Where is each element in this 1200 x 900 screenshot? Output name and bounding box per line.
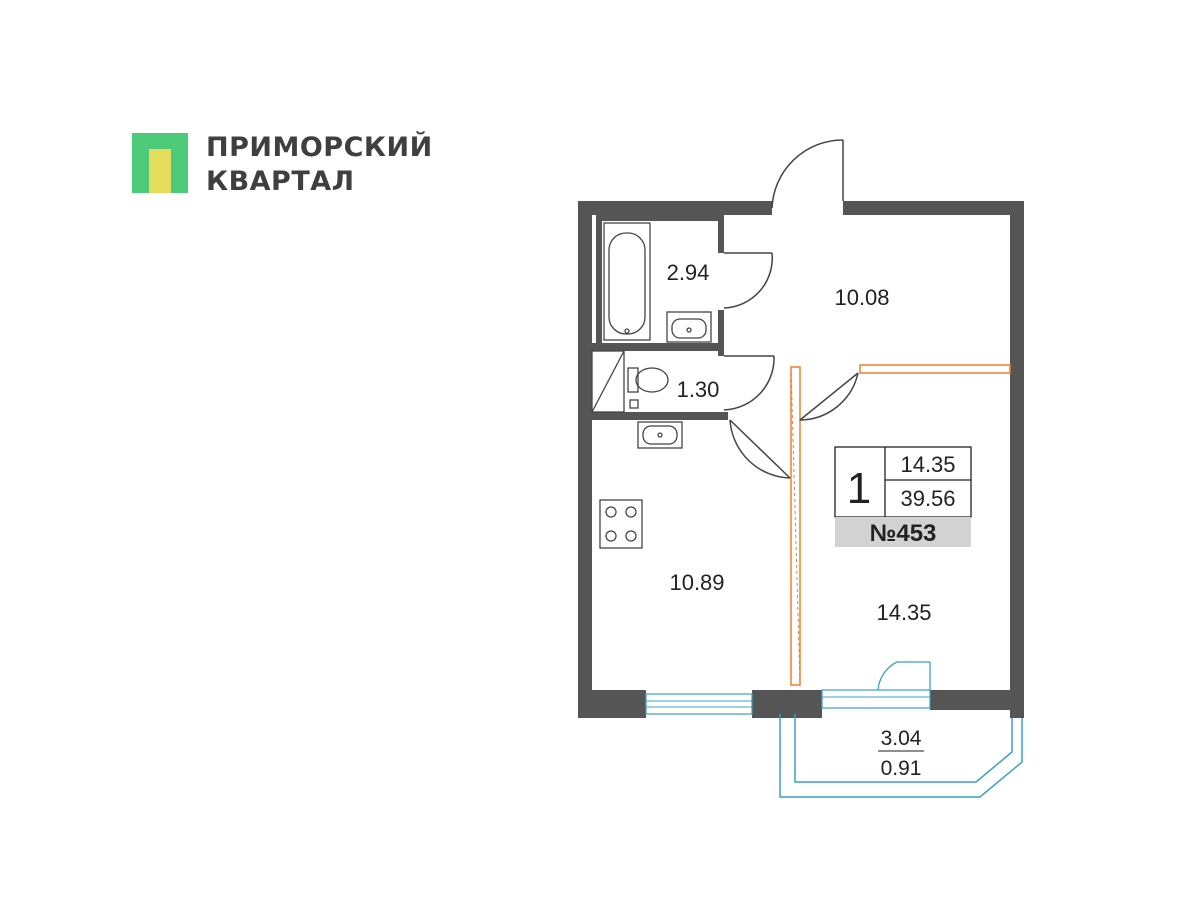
rooms-count: 1 xyxy=(847,464,871,513)
bathroom-door xyxy=(723,252,773,309)
summary-total-area: 39.56 xyxy=(900,486,955,511)
kitchen-door xyxy=(729,419,791,479)
wc-door xyxy=(723,355,775,411)
summary-living-area: 14.35 xyxy=(900,452,955,477)
balcony-door xyxy=(877,661,931,691)
toilet-icon xyxy=(627,367,669,409)
kitchen-sink-icon xyxy=(637,421,683,449)
bathroom-area-label: 2.94 xyxy=(667,260,710,285)
apartment-summary: 1 14.35 39.56 №453 xyxy=(834,446,972,547)
inner-walls xyxy=(592,215,728,420)
apartment-number: №453 xyxy=(870,520,937,547)
wc-area-label: 1.30 xyxy=(677,377,720,402)
apartment-number-badge xyxy=(835,517,971,547)
balcony xyxy=(779,714,1023,798)
living-room-door xyxy=(799,372,859,421)
logo-mark-icon xyxy=(132,133,188,193)
living-room-area-label: 14.35 xyxy=(876,600,931,625)
stove-icon xyxy=(599,499,643,549)
hallway-area-label: 10.08 xyxy=(834,285,889,310)
brand-logo: ПРИМОРСКИЙ КВАРТАЛ xyxy=(132,131,452,203)
bathtub-icon xyxy=(603,222,651,341)
kitchen-window xyxy=(645,693,753,715)
ventilation-shaft-icon xyxy=(591,350,625,413)
bathroom-sink-icon xyxy=(666,311,712,343)
brand-name: ПРИМОРСКИЙ КВАРТАЛ xyxy=(206,131,433,199)
balcony-area-label: 3.04 xyxy=(881,727,922,750)
balcony-reduced-area-label: 0.91 xyxy=(881,757,922,780)
living-room-window xyxy=(821,689,931,709)
outer-walls xyxy=(578,201,1024,718)
brand-name-line1: ПРИМОРСКИЙ xyxy=(206,132,433,163)
kitchen-area-label: 10.89 xyxy=(669,570,724,595)
partition-walls xyxy=(790,364,1011,686)
entrance-door xyxy=(771,139,844,209)
brand-name-line2: КВАРТАЛ xyxy=(206,166,355,197)
